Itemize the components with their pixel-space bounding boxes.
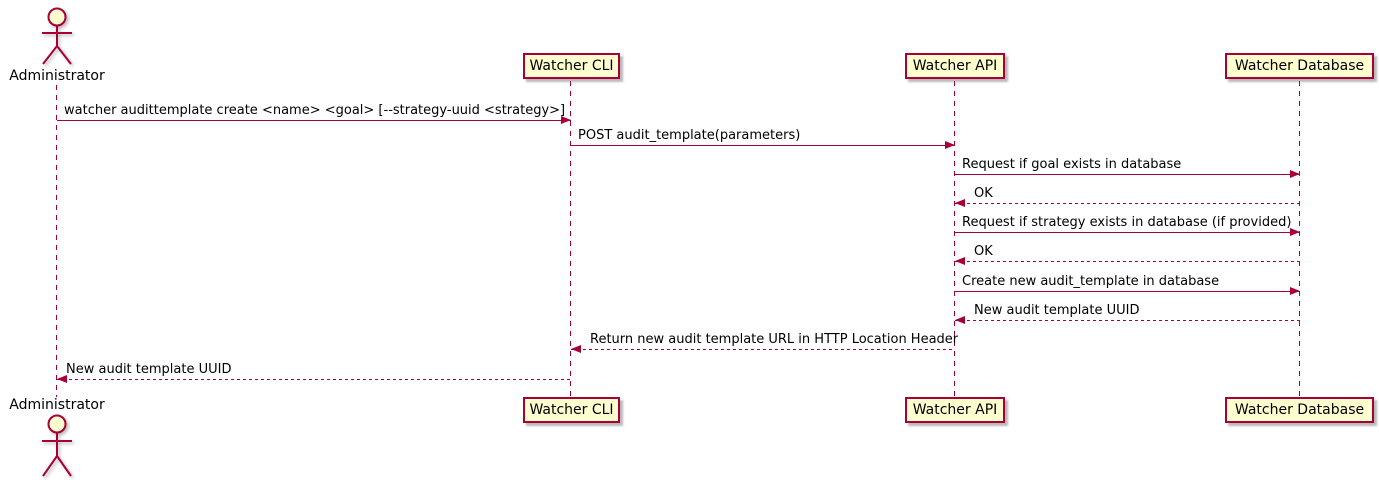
message-label-6: OK <box>974 244 993 259</box>
lifeline-watcher-api <box>954 81 955 396</box>
message-arrow-4 <box>955 199 1300 207</box>
participant-bottom-watcher-database: Watcher Database <box>1225 397 1374 423</box>
message-arrow-6 <box>955 257 1300 265</box>
participant-label: Watcher Database <box>1234 402 1365 418</box>
message-label-9: Return new audit template URL in HTTP Lo… <box>590 332 959 347</box>
participant-label: Watcher CLI <box>529 402 614 418</box>
message-label-1: watcher audittemplate create <name> <goa… <box>64 103 566 118</box>
participant-label: Watcher API <box>912 58 998 74</box>
participant-top-watcher-api: Watcher API <box>905 53 1005 79</box>
message-label-4: OK <box>974 186 993 201</box>
actor-administrator-icon-top <box>42 7 72 65</box>
participant-top-watcher-cli: Watcher CLI <box>523 53 620 79</box>
actor-label-top: Administrator <box>9 68 105 84</box>
participant-bottom-watcher-api: Watcher API <box>905 397 1005 423</box>
lifeline-administrator <box>56 85 57 397</box>
message-label-7: Create new audit_template in database <box>962 274 1220 289</box>
lifeline-watcher-database <box>1299 81 1300 396</box>
message-arrow-5 <box>955 228 1300 236</box>
message-label-10: New audit template UUID <box>66 362 232 377</box>
actor-administrator-icon-bottom <box>42 414 72 477</box>
message-arrow-2 <box>571 141 955 149</box>
participant-bottom-watcher-cli: Watcher CLI <box>523 397 620 423</box>
message-arrow-10 <box>57 375 571 383</box>
actor-label-bottom: Administrator <box>9 397 105 413</box>
message-arrow-7 <box>955 287 1300 295</box>
message-arrow-9 <box>571 345 955 353</box>
message-label-3: Request if goal exists in database <box>962 157 1182 172</box>
participant-label: Watcher Database <box>1234 58 1365 74</box>
lifeline-watcher-cli <box>570 81 571 396</box>
message-arrow-1 <box>57 116 571 124</box>
participant-top-watcher-database: Watcher Database <box>1225 53 1374 79</box>
participant-label: Watcher CLI <box>529 58 614 74</box>
message-label-2: POST audit_template(parameters) <box>578 128 801 143</box>
message-label-8: New audit template UUID <box>974 303 1140 318</box>
message-arrow-8 <box>955 316 1300 324</box>
message-label-5: Request if strategy exists in database (… <box>962 215 1292 230</box>
message-arrow-3 <box>955 170 1300 178</box>
participant-label: Watcher API <box>912 402 998 418</box>
